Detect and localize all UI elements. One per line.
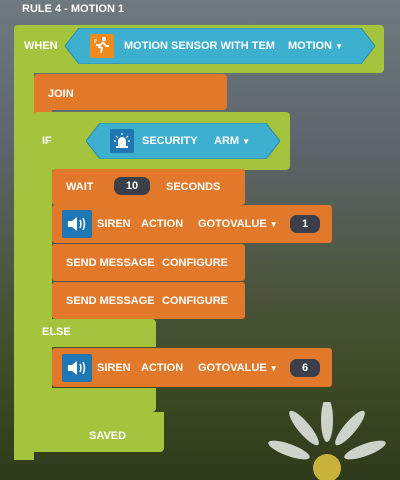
if-device-block[interactable]: [86, 123, 280, 159]
send-message-action-1[interactable]: CONFIGURE: [162, 257, 228, 269]
when-device-name: MOTION SENSOR WITH TEM: [124, 40, 275, 52]
siren-select-text-1: GOTOVALUE: [198, 218, 267, 230]
wait-value[interactable]: 10: [114, 177, 150, 195]
when-value-text: MOTION: [288, 40, 332, 52]
if-device-value[interactable]: ARM ▼: [214, 135, 250, 147]
wait-unit: SECONDS: [166, 181, 221, 193]
siren-select-1[interactable]: GOTOVALUE ▼: [198, 218, 278, 230]
when-device-block[interactable]: [65, 28, 375, 64]
chevron-down-icon: ▼: [242, 137, 251, 146]
chevron-down-icon: ▼: [335, 42, 343, 51]
else-label: ELSE: [42, 326, 71, 338]
join-block[interactable]: [34, 74, 227, 110]
siren-select-text-2: GOTOVALUE: [198, 362, 267, 374]
send-message-label-2: SEND MESSAGE: [66, 295, 155, 307]
siren-name-2: SIREN: [97, 362, 131, 374]
else-block: [34, 319, 156, 347]
if-block-body: [34, 160, 52, 420]
join-label: JOIN: [48, 88, 74, 100]
chevron-down-icon: ▼: [269, 364, 278, 373]
siren-block-1[interactable]: [52, 205, 332, 243]
siren-value-1[interactable]: 1: [290, 215, 320, 233]
if-device-name: SECURITY: [142, 135, 198, 147]
if-label: IF: [42, 135, 52, 147]
when-device-value[interactable]: MOTION ▼: [288, 40, 343, 52]
rule-title: RULE 4 - MOTION 1: [22, 3, 125, 15]
speaker-icon: [62, 354, 92, 382]
chevron-down-icon: ▼: [269, 220, 278, 229]
send-message-block-1[interactable]: [52, 244, 245, 281]
when-label: WHEN: [24, 40, 58, 52]
siren-value-2[interactable]: 6: [290, 359, 320, 377]
siren-select-2[interactable]: GOTOVALUE ▼: [198, 362, 278, 374]
siren-action-2: ACTION: [141, 362, 184, 374]
daisy-flower-image: [268, 402, 386, 480]
speaker-icon: [62, 210, 92, 238]
send-message-label-1: SEND MESSAGE: [66, 257, 155, 269]
wait-label: WAIT: [66, 181, 94, 193]
send-message-block-2[interactable]: [52, 282, 245, 319]
send-message-action-2[interactable]: CONFIGURE: [162, 295, 228, 307]
alarm-icon: [110, 129, 134, 153]
siren-action-1: ACTION: [141, 218, 184, 230]
if-block-end: [34, 388, 156, 412]
when-block-body: [14, 60, 34, 460]
motion-icon: [90, 34, 114, 58]
saved-status: SAVED: [89, 430, 127, 442]
siren-name-1: SIREN: [97, 218, 131, 230]
siren-block-2[interactable]: [52, 348, 332, 387]
if-value-text: ARM: [214, 135, 240, 147]
